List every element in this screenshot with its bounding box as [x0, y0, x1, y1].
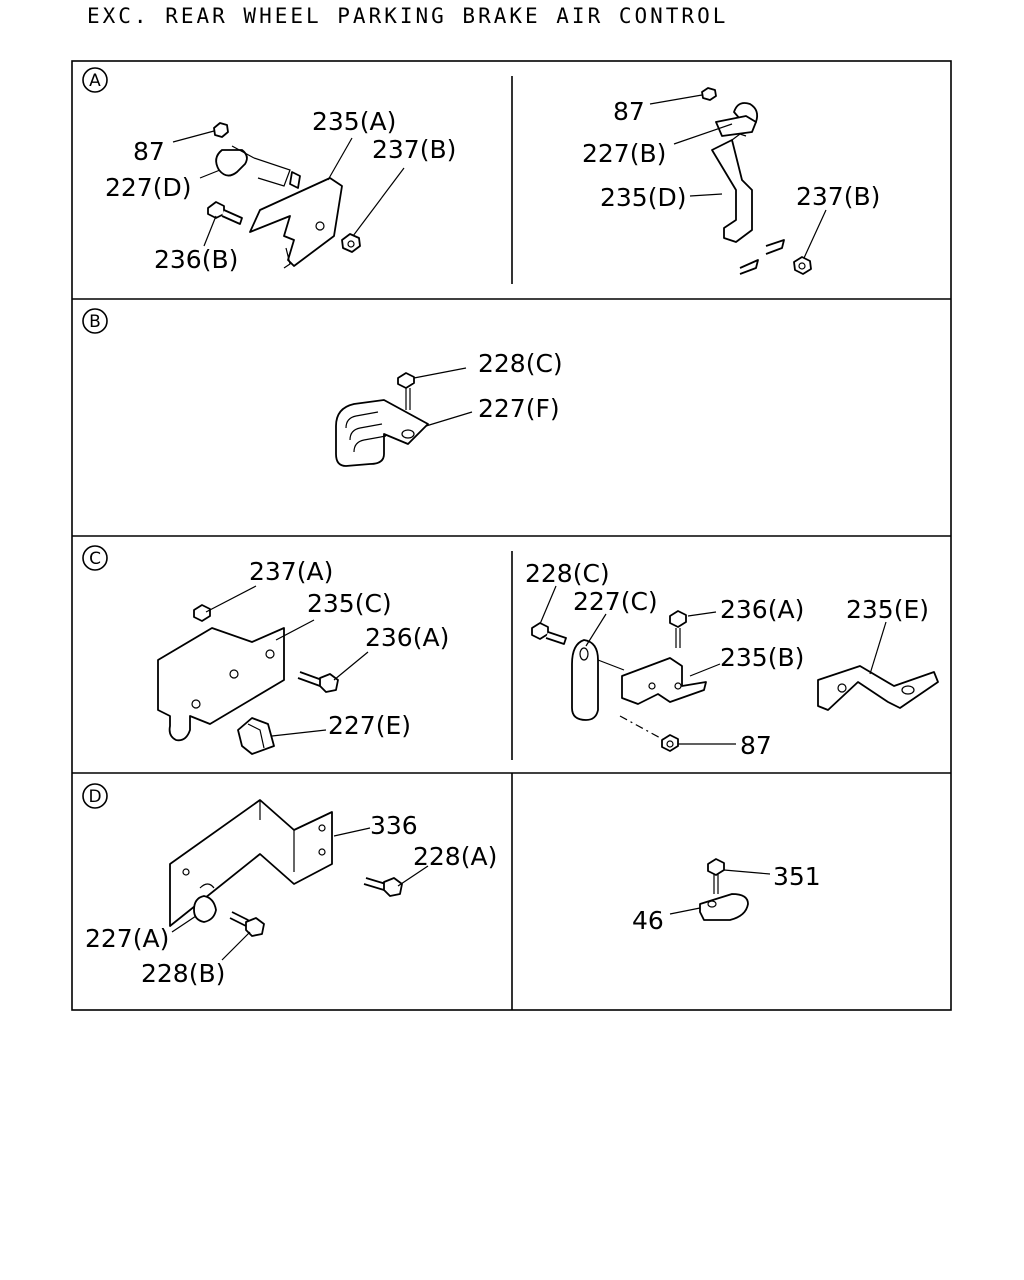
- callout-227a: 227(A): [85, 924, 169, 953]
- leader-lines-d-left: [171, 827, 429, 961]
- callout-236a: 236(A): [720, 595, 804, 624]
- callout-227f: 227(F): [478, 394, 560, 423]
- leader-lines-b: [413, 367, 473, 427]
- callout-236b: 236(B): [154, 245, 238, 274]
- part-drawing-b: [335, 372, 429, 467]
- callout-237b: 237(B): [796, 182, 880, 211]
- callout-336: 336: [370, 811, 418, 840]
- callout-235a: 235(A): [312, 107, 396, 136]
- part-drawing-c-left: [157, 604, 339, 755]
- part-drawing-a-left: [207, 122, 361, 269]
- section-marker-c: C: [82, 545, 108, 571]
- callout-228b: 228(B): [141, 959, 225, 988]
- callout-237b: 237(B): [372, 135, 456, 164]
- leader-lines-a-right: [649, 94, 827, 259]
- leader-lines-d-right: [669, 869, 771, 915]
- callout-227e: 227(E): [328, 711, 411, 740]
- part-drawing-c-right: [531, 610, 939, 752]
- callout-235d: 235(D): [600, 183, 686, 212]
- callout-235b: 235(B): [720, 643, 804, 672]
- callout-228c: 228(C): [525, 559, 610, 588]
- section-marker-d: D: [82, 783, 108, 809]
- section-marker-a: A: [82, 67, 108, 93]
- callout-236a: 236(A): [365, 623, 449, 652]
- callout-46: 46: [632, 906, 664, 935]
- callout-235e: 235(E): [846, 595, 929, 624]
- leader-lines-a-left: [172, 130, 405, 247]
- callout-237a: 237(A): [249, 557, 333, 586]
- callout-228a: 228(A): [413, 842, 497, 871]
- callout-351: 351: [773, 862, 821, 891]
- callout-87: 87: [613, 97, 645, 126]
- section-a-letter: A: [89, 71, 101, 91]
- section-b-letter: B: [89, 312, 101, 332]
- callout-227d: 227(D): [105, 173, 191, 202]
- part-drawing-d-right: [699, 858, 749, 921]
- part-drawing-a-right: [701, 87, 812, 275]
- callout-87: 87: [133, 137, 165, 166]
- leader-lines-c-right: [539, 585, 887, 745]
- callout-87: 87: [740, 731, 772, 760]
- frame-grid: [71, 60, 952, 1011]
- section-c-letter: C: [89, 549, 101, 569]
- section-d-letter: D: [88, 787, 101, 807]
- callout-227b: 227(B): [582, 139, 666, 168]
- callout-227c: 227(C): [573, 587, 658, 616]
- leader-lines-c-left: [205, 585, 369, 737]
- section-marker-b: B: [82, 308, 108, 334]
- diagram-title: EXC. REAR WHEEL PARKING BRAKE AIR CONTRO…: [87, 4, 729, 28]
- part-drawing-d-left: [169, 799, 403, 937]
- callout-235c: 235(C): [307, 589, 392, 618]
- callout-228c: 228(C): [478, 349, 563, 378]
